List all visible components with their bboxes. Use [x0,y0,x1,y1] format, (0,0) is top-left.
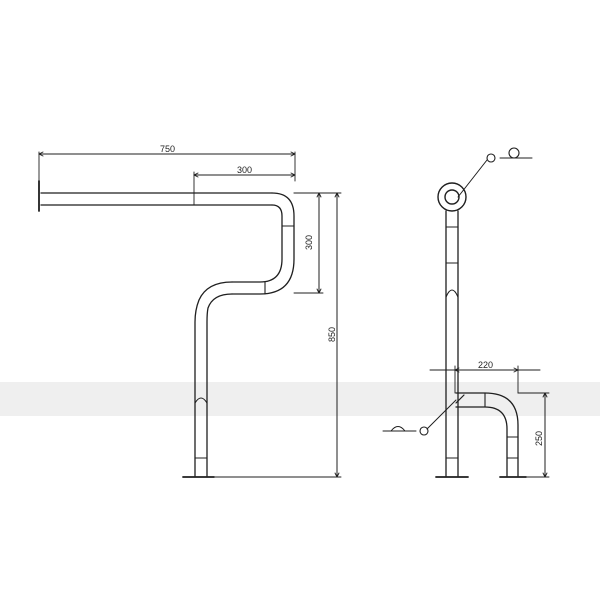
dim-arrow-300-h-right [290,172,296,178]
dim-arrow-750-left [38,151,44,157]
dim-arrow-250-bottom [542,472,548,478]
dim-label-750: 750 [160,144,175,154]
callout-detail-top [508,147,520,159]
callout-leader-bottom [426,399,457,430]
side-support-detail [455,394,465,404]
front-elevation [38,151,342,478]
dim-arrow-300-v-bottom [316,288,322,294]
dim-label-220: 220 [478,360,493,370]
callout-circle-bottom [419,426,429,436]
dim-arrow-220-right [513,367,519,373]
upper-bend-inner [231,204,283,283]
side-elevation [382,147,550,478]
dim-arrow-750-right [290,151,296,157]
upper-bend-outer [231,192,295,295]
lower-bend-inner [206,293,233,477]
lower-bend-outer [194,281,233,477]
background-band [0,382,600,416]
callout-leader-top [457,159,488,198]
callout-detail-bottom [390,426,406,432]
dim-arrow-300-h-left [193,172,199,178]
dim-arrow-850-bottom [334,472,340,478]
tube-joint-3 [194,397,208,404]
dim-label-850: 850 [327,327,337,342]
dim-arrow-850-top [334,192,340,198]
dim-label-250: 250 [534,431,544,446]
wall-rosette-inner [444,189,460,205]
side-support-inner [455,406,508,477]
side-post-joint-3 [445,289,459,298]
dim-arrow-250-top [542,392,548,398]
callout-circle-top [486,153,496,163]
dim-label-300-vertical: 300 [304,235,314,250]
wall-rosette-outer [437,182,467,212]
dim-label-300-horizontal: 300 [237,165,252,175]
dim-arrow-220-left [454,367,460,373]
